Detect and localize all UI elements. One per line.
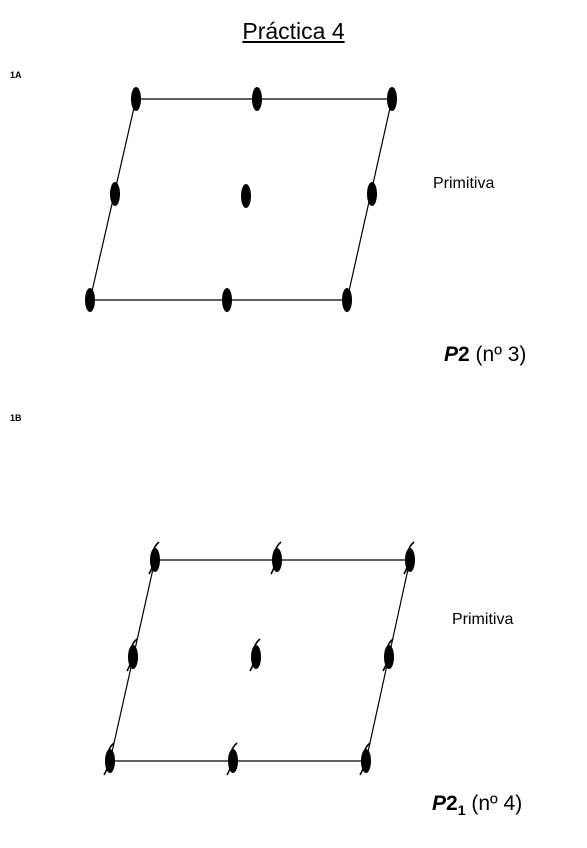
diad-symbol bbox=[222, 288, 232, 312]
space-group-symbol-1b: P21 (nº 4) bbox=[432, 792, 522, 818]
lattice-type-1a: Primitiva bbox=[433, 175, 495, 192]
screw-diad-symbol bbox=[226, 742, 238, 776]
diad-symbol bbox=[367, 182, 377, 206]
section-label-1b: 1B bbox=[10, 413, 22, 423]
screw-diad-symbol bbox=[249, 638, 261, 672]
page-title: Práctica 4 bbox=[242, 18, 345, 44]
lattice-type-1b: Primitiva bbox=[452, 611, 514, 628]
screw-diad-symbol bbox=[148, 541, 160, 575]
diad-symbol bbox=[252, 87, 262, 111]
group-number: 2 bbox=[458, 343, 470, 366]
diad-symbol bbox=[110, 182, 120, 206]
diad-symbol bbox=[342, 288, 352, 312]
group-it-number: (nº 3) bbox=[475, 343, 527, 366]
screw-diad-symbol bbox=[126, 638, 138, 672]
screw-diad-symbol bbox=[403, 541, 415, 575]
diad-symbol bbox=[85, 288, 95, 312]
group-letter: P bbox=[432, 792, 447, 815]
screw-diad-symbol bbox=[103, 742, 115, 776]
space-group-symbol-1a: P2 (nº 3) bbox=[444, 343, 526, 367]
lattice-1a bbox=[89, 98, 393, 301]
diad-symbol bbox=[131, 87, 141, 111]
group-number: 2 bbox=[446, 792, 458, 815]
diad-symbols-1a bbox=[85, 87, 397, 312]
section-label-1a: 1A bbox=[10, 70, 22, 80]
screw-diad-symbol bbox=[270, 541, 282, 575]
diad-symbol bbox=[241, 184, 251, 208]
screw-axis-symbols-1b bbox=[103, 541, 415, 776]
screw-diad-symbol bbox=[382, 638, 394, 672]
group-it-number: (nº 4) bbox=[471, 792, 523, 815]
screw-diad-symbol bbox=[359, 742, 371, 776]
group-subscript: 1 bbox=[457, 802, 466, 819]
diad-symbol bbox=[387, 87, 397, 111]
group-letter: P bbox=[444, 343, 459, 366]
